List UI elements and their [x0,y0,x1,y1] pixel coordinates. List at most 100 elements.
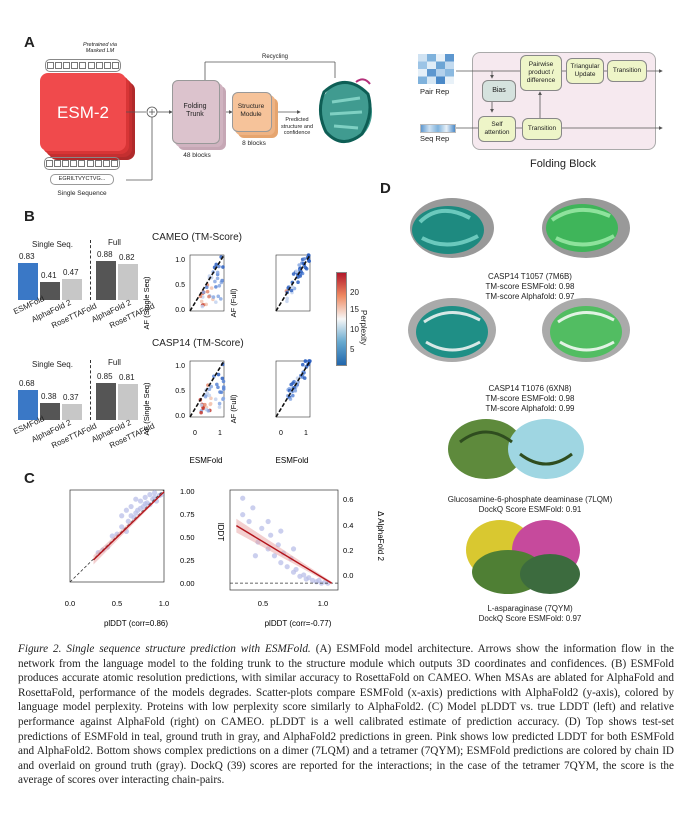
sequence-text: EGRILTVYCTVG... [50,174,114,185]
transition-top-node: Transition [607,60,647,82]
c-left-point-28 [119,513,125,519]
b-scatter-point [207,393,212,398]
folding-trunk-block [172,80,220,144]
b-scatter-point [214,262,219,267]
cameo-bar-4 [118,263,138,300]
predicted-structure-image [319,78,372,143]
b-scatter-point [206,408,211,413]
casp-bar-label-0: 0.68 [19,379,35,389]
structure-module-blocks: 8 blocks [242,140,266,147]
c-right-fit-line [235,525,333,584]
c-right-point-16 [301,572,307,578]
cameo-bar-label-2: 0.47 [63,268,79,278]
caption-figure-title: Single sequence structure prediction wit… [66,643,311,655]
c-left-ytick-2: 0.50 [180,533,195,542]
b-scatter-point [204,285,209,290]
panel-b-scatter-plots: AF (Single Seq) AF (Full) AF (Single Seq… [142,253,312,465]
b-scatter-point [213,279,217,284]
c-right-ytick-2: 0.2 [343,546,353,555]
casp-single-seq-label: Single Seq. [32,360,73,369]
protein1-caption-line1: CASP14 T1057 (7M6B) [488,272,572,281]
casp-ytick-1: 0.5 [175,388,185,395]
b-scatter-diagonal-3 [275,360,311,418]
casp-bar-label-2: 0.37 [63,392,79,402]
cameo-title: CAMEO (TM-Score) [152,232,242,243]
b-scatter-diagonal-0 [189,254,225,312]
b-scatter-point [203,402,207,407]
protein3-caption-line2: DockQ Score ESMFold: 0.91 [478,505,582,514]
b-scatter-point [214,285,218,289]
b-scatter-point [285,299,289,304]
panel-label-a: A [24,34,35,51]
perplexity-colorbar [336,272,347,366]
b-scatter-point [217,264,221,269]
protein2-alphafold-image [542,298,630,362]
b-scatter-point [207,294,211,299]
esm2-label: ESM-2 [57,103,109,122]
c-left-ylabel: lDDT [216,523,225,541]
pretrained-label: Pretrained via Masked LM [83,42,117,54]
b-scatter-point [221,385,226,389]
casp-bar-xlabels: ESMFold AlphaFold 2 RoseTTAFold AlphaFol… [10,414,156,460]
casp-divider [90,360,91,420]
panel-label-d: D [380,180,391,197]
panel-label-c: C [24,470,35,487]
b-scatter-point [200,304,205,309]
c-left-xtick-0: 0.0 [65,599,75,608]
protein3-caption-line1: Glucosamine-6-phosphate deaminase (7LQM) [447,495,613,504]
c-right-point-4 [259,525,265,531]
protein2-caption-line2: TM-score ESMFold: 0.98 [485,394,575,403]
transition-bottom-node: Transition [522,118,562,140]
b-scatter-point [203,394,208,399]
c-left-ytick-1: 0.75 [180,510,195,519]
b-xtick-2: 0 [279,430,283,437]
c-right-point-27 [265,518,271,525]
b-scatter-diagonal-1 [275,254,311,312]
c-right-xtick-0: 0.5 [258,599,268,608]
esm2-block [40,73,126,151]
b-scatter-point [213,397,218,401]
b-scatter-point [211,295,216,299]
casp-bar-3 [96,382,116,420]
panel-c-charts: plDDT (corr=0.86) plDDT (corr=-0.77) lDD… [65,487,385,628]
lm-output-tokens [45,59,121,72]
b-scatter-frame-0 [189,254,225,312]
protein2-esmfold-image [408,298,496,362]
caption-body: (A) ESMFold model architecture. Arrows s… [18,643,674,787]
cameo-ytick-2: 0.0 [175,307,185,314]
b-scatter-point [291,381,295,385]
b-scatter-point [308,359,312,363]
c-left-ytick-0: 1.00 [180,487,195,496]
b-scatter-point [296,380,300,384]
input-tokens [44,157,120,170]
cameo-ylabel-full: AF (Full) [229,288,238,317]
cameo-full-label: Full [108,238,121,247]
c-right-point-14 [293,566,299,573]
b-scatter-point [220,278,224,283]
b-scatter-point [216,294,221,299]
casp-ytick-0: 1.0 [175,363,185,370]
b-scatter-point [218,297,223,301]
cameo-bar-label-3: 0.88 [97,250,113,260]
b-scatter-point [285,296,289,301]
b-scatter-diagonal-2 [189,360,225,418]
caption-figure-label: Figure 2. [18,643,62,655]
protein4-caption: L-asparaginase (7QYM) DockQ Score ESMFol… [410,604,650,624]
panel-a-arrows [126,61,336,181]
seq-rep-bar [420,124,456,133]
b-scatter-point [289,288,294,293]
folding-trunk-blocks: 48 blocks [183,152,211,159]
b-scatter-point [290,393,295,398]
c-left-point-22 [123,507,129,513]
c-right-ylabel: Δ AlphaFold 2 [376,511,385,561]
b-scatter-point [302,257,307,261]
b-scatter-point [291,272,296,276]
c-right-xtick-1: 1.0 [318,599,328,608]
b-scatter-point [199,403,204,407]
cameo-bar-0 [18,263,38,300]
b-scatter-point [302,376,307,380]
c-left-point-23 [133,496,139,502]
protein1-esmfold-image [410,198,494,258]
c-left-xtick-2: 1.0 [159,599,169,608]
b-scatter-point [220,376,225,381]
